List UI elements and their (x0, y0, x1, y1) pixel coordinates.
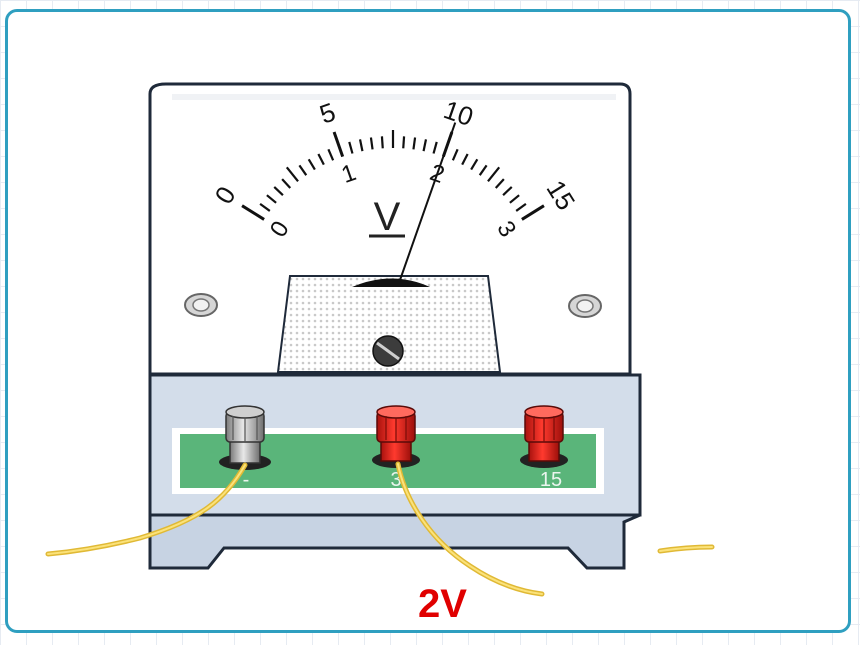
terminal-label-negative: - (243, 469, 250, 491)
minor-tick (502, 186, 513, 196)
left-screw (184, 293, 218, 317)
wire-highlights (47, 463, 713, 595)
minor-tick (432, 141, 438, 154)
minor-tick (515, 203, 527, 212)
major-tick (241, 204, 265, 221)
unit-symbol: V (374, 195, 401, 239)
terminal-label-15: 15 (540, 469, 562, 491)
minor-tick (327, 148, 335, 161)
minor-tick (422, 139, 428, 152)
meter-face (148, 82, 632, 376)
minor-tick (451, 148, 459, 161)
minor-tick (298, 164, 308, 176)
answer-text: 2V (418, 582, 467, 626)
major-tick (332, 131, 345, 158)
minor-tick (402, 136, 406, 149)
zero-adjust-window (276, 275, 502, 373)
minor-tick (317, 153, 325, 166)
minor-tick (509, 194, 520, 204)
minor-tick (259, 203, 271, 212)
minor-tick (461, 153, 469, 166)
minor-tick (348, 141, 354, 154)
minor-tick (369, 137, 374, 150)
minor-tick (266, 194, 277, 204)
minor-tick (478, 164, 488, 176)
terminal-label-3: 3 (390, 469, 401, 491)
minor-tick (380, 136, 384, 149)
terminal-3v[interactable] (372, 405, 420, 468)
meter-needle (398, 122, 457, 282)
right-screw (568, 294, 602, 318)
minor-tick (285, 166, 299, 183)
terminal-negative[interactable] (219, 405, 271, 470)
terminal-15v[interactable] (520, 405, 568, 468)
minor-tick (494, 178, 505, 189)
minor-tick (281, 178, 292, 189)
minor-tick (273, 186, 284, 196)
major-tick (521, 204, 545, 221)
minor-tick (358, 139, 364, 152)
minor-tick (470, 158, 479, 171)
minor-tick (307, 158, 316, 171)
minor-tick (487, 166, 501, 183)
minor-tick (412, 137, 417, 150)
zero-adjust-screw (372, 335, 404, 367)
